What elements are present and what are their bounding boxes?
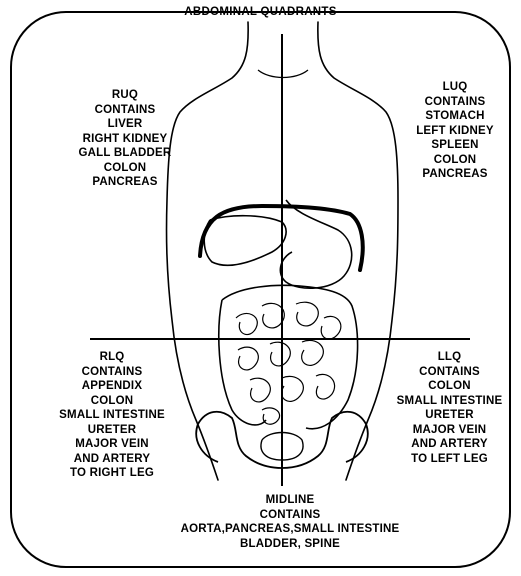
- ruq-contains: CONTAINS: [50, 103, 200, 118]
- midline-label: MIDLINE CONTAINS AORTA,PANCREAS,SMALL IN…: [140, 493, 440, 551]
- llq-organ: AND ARTERY: [378, 437, 521, 452]
- rlq-organ: MAJOR VEIN: [42, 437, 182, 452]
- rlq-organ: AND ARTERY: [42, 452, 182, 467]
- luq-organ: SPLEEN: [390, 138, 520, 153]
- llq-organ: URETER: [378, 408, 521, 423]
- ruq-organ: GALL BLADDER: [50, 146, 200, 161]
- rlq-organ: APPENDIX: [42, 379, 182, 394]
- luq-name: LUQ: [390, 80, 520, 95]
- midline-organ: BLADDER, SPINE: [140, 537, 440, 552]
- luq-organ: LEFT KIDNEY: [390, 124, 520, 139]
- small-intestine-coils: [236, 302, 341, 424]
- luq-organ: STOMACH: [390, 109, 520, 124]
- llq-label: LLQ CONTAINS COLON SMALL INTESTINE URETE…: [378, 350, 521, 466]
- rlq-contains: CONTAINS: [42, 365, 182, 380]
- liver-shape: [204, 216, 286, 266]
- llq-name: LLQ: [378, 350, 521, 365]
- llq-organ: MAJOR VEIN: [378, 423, 521, 438]
- midline-name: MIDLINE: [140, 493, 440, 508]
- rlq-organ: TO RIGHT LEG: [42, 466, 182, 481]
- rlq-organ: URETER: [42, 423, 182, 438]
- rlq-name: RLQ: [42, 350, 182, 365]
- luq-organ: COLON: [390, 153, 520, 168]
- llq-organ: TO LEFT LEG: [378, 452, 521, 467]
- ruq-organ: PANCREAS: [50, 175, 200, 190]
- rlq-label: RLQ CONTAINS APPENDIX COLON SMALL INTEST…: [42, 350, 182, 481]
- ruq-organ: COLON: [50, 161, 200, 176]
- ruq-organ: RIGHT KIDNEY: [50, 132, 200, 147]
- llq-organ: COLON: [378, 379, 521, 394]
- rlq-organ: SMALL INTESTINE: [42, 408, 182, 423]
- ruq-organ: LIVER: [50, 117, 200, 132]
- luq-label: LUQ CONTAINS STOMACH LEFT KIDNEY SPLEEN …: [390, 80, 520, 182]
- midline-contains: CONTAINS: [140, 508, 440, 523]
- llq-contains: CONTAINS: [378, 365, 521, 380]
- midline-organ: AORTA,PANCREAS,SMALL INTESTINE: [140, 522, 440, 537]
- llq-organ: SMALL INTESTINE: [378, 394, 521, 409]
- luq-organ: PANCREAS: [390, 167, 520, 182]
- diagram-title: ABDOMINAL QUADRANTS: [0, 6, 521, 18]
- luq-contains: CONTAINS: [390, 95, 520, 110]
- ruq-label: RUQ CONTAINS LIVER RIGHT KIDNEY GALL BLA…: [50, 88, 200, 190]
- ruq-name: RUQ: [50, 88, 200, 103]
- rlq-organ: COLON: [42, 394, 182, 409]
